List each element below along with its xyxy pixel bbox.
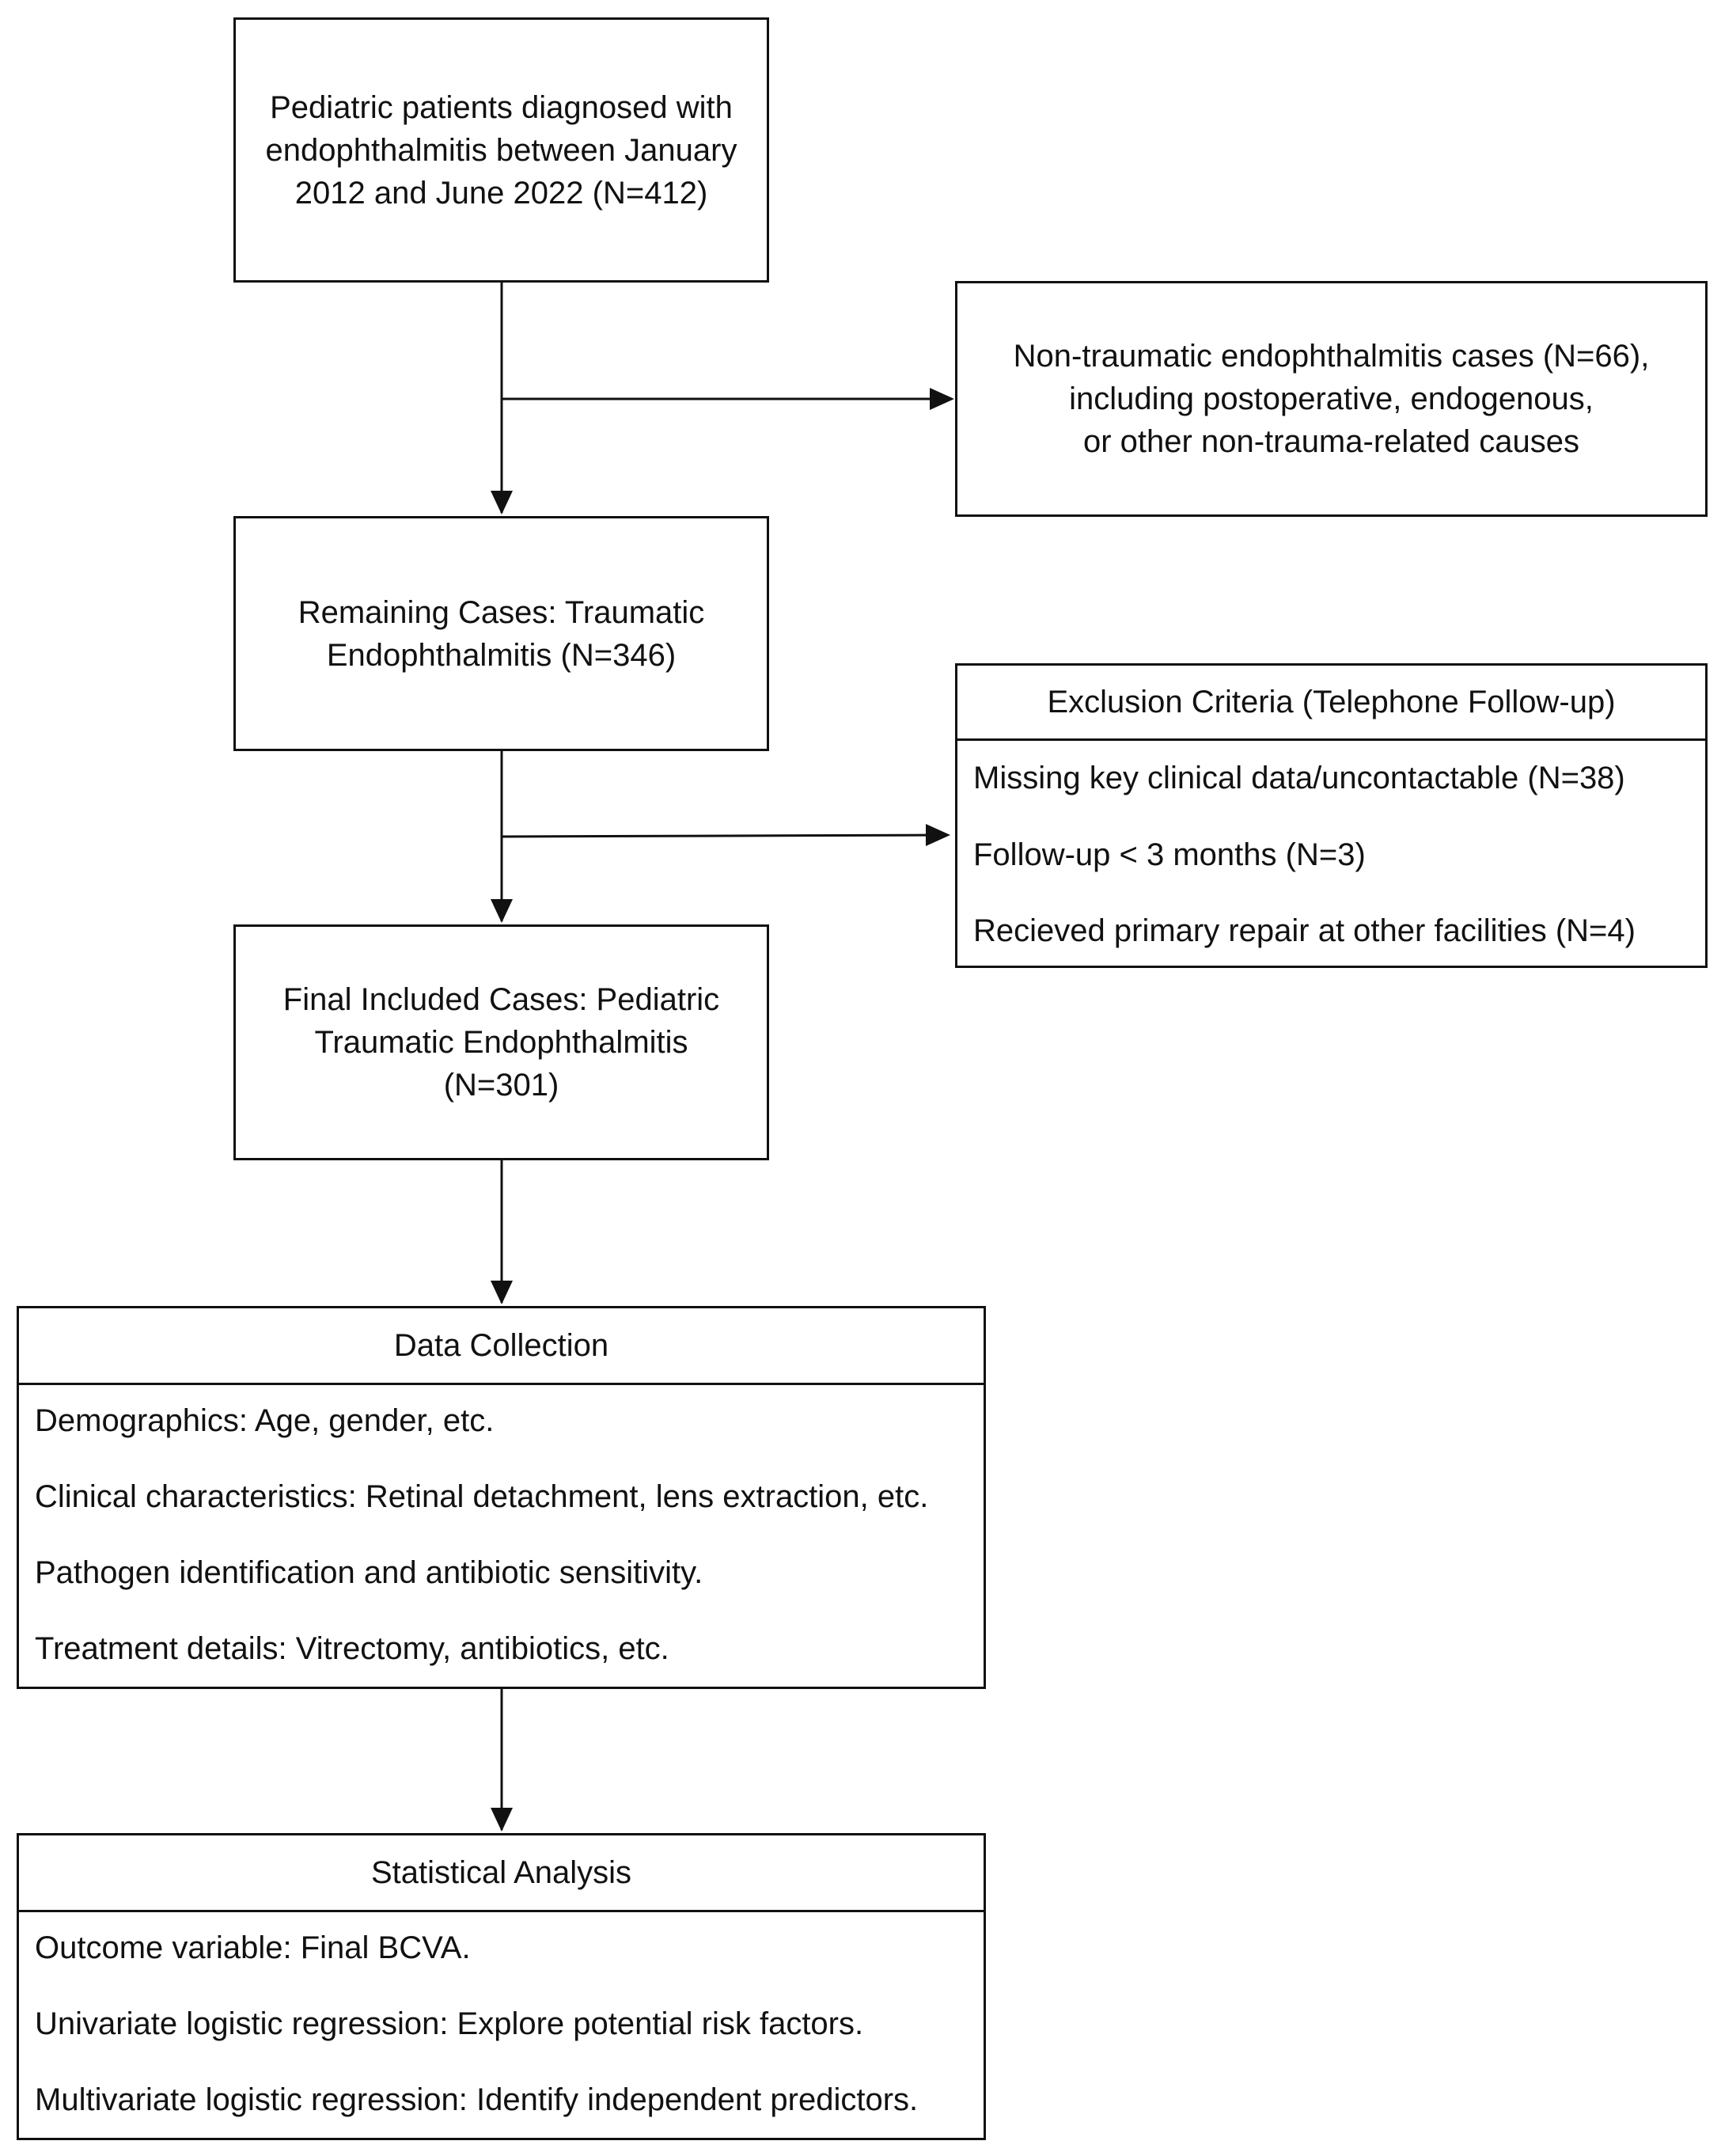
statistical-analysis-item: Multivariate logistic regression: Identi… — [35, 2082, 919, 2117]
data-collection-item: Clinical characteristics: Retinal detach… — [35, 1479, 929, 1514]
exclusion-item: Follow-up < 3 months (N=3) — [973, 837, 1366, 872]
statistical-analysis-item: Univariate logistic regression: Explore … — [35, 2006, 864, 2041]
initial-cohort-box: Pediatric patients diagnosed with endoph… — [233, 17, 769, 283]
data-collection-item: Treatment details: Vitrectomy, antibioti… — [35, 1631, 669, 1666]
arrowhead-data-collection — [491, 1281, 513, 1304]
non-traumatic-text: Non-traumatic endophthalmitis cases (N=6… — [1013, 339, 1650, 459]
exclusion-criteria-box: Exclusion Criteria (Telephone Follow-up)… — [955, 663, 1708, 968]
statistical-analysis-box: Statistical Analysis Outcome variable: F… — [17, 1833, 986, 2140]
statistical-analysis-item: Outcome variable: Final BCVA. — [35, 1930, 471, 1965]
final-included-text: Final Included Cases: Pediatric Traumati… — [282, 982, 720, 1103]
non-traumatic-exclusion-box: Non-traumatic endophthalmitis cases (N=6… — [955, 281, 1708, 517]
arrowhead-remaining — [491, 491, 513, 514]
final-included-box: Final Included Cases: Pediatric Traumati… — [233, 924, 769, 1160]
initial-cohort-text: Pediatric patients diagnosed with endoph… — [265, 89, 737, 211]
data-collection-title: Data Collection — [19, 1308, 984, 1385]
exclusion-item: Recieved primary repair at other facilit… — [973, 913, 1636, 948]
arrowhead-final — [491, 899, 513, 923]
arrowhead-statistical-analysis — [491, 1808, 513, 1831]
data-collection-box: Data Collection Demographics: Age, gende… — [17, 1306, 986, 1689]
arrow-to-exclusion — [501, 833, 949, 838]
exclusion-criteria-title: Exclusion Criteria (Telephone Follow-up) — [957, 666, 1705, 741]
remaining-cases-text: Remaining Cases: Traumatic Endophthalmit… — [298, 594, 705, 673]
remaining-cases-box: Remaining Cases: Traumatic Endophthalmit… — [233, 516, 769, 751]
data-collection-item: Demographics: Age, gender, etc. — [35, 1403, 495, 1438]
statistical-analysis-title: Statistical Analysis — [19, 1835, 984, 1912]
exclusion-item: Missing key clinical data/uncontactable … — [973, 761, 1625, 795]
arrowhead-non-traumatic — [930, 388, 954, 410]
arrowhead-exclusion — [926, 824, 950, 846]
data-collection-item: Pathogen identification and antibiotic s… — [35, 1555, 703, 1590]
